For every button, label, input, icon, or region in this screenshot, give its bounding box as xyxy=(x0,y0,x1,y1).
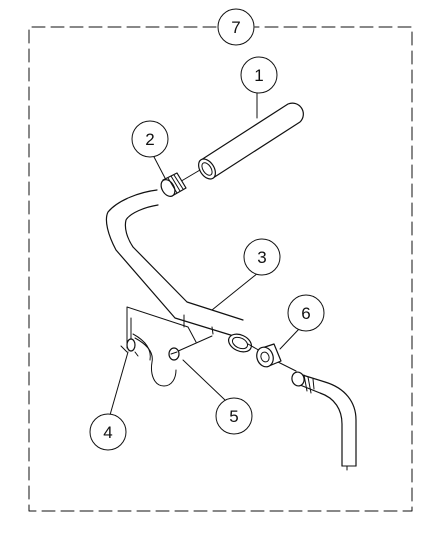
leader-6 xyxy=(279,328,300,350)
callout-6-label: 6 xyxy=(301,304,310,323)
callout-5: 5 xyxy=(215,397,253,435)
spacer xyxy=(256,343,282,368)
callout-2-label: 2 xyxy=(145,130,154,149)
mount-tube xyxy=(291,371,357,471)
leader-5 xyxy=(182,359,226,401)
callout-5-label: 5 xyxy=(229,407,238,426)
callout-3: 3 xyxy=(243,238,281,276)
callout-1-label: 1 xyxy=(254,66,263,85)
callout-7-label: 7 xyxy=(231,18,240,37)
grip-tube xyxy=(198,102,304,180)
screw xyxy=(168,335,213,361)
callout-7: 7 xyxy=(217,8,255,46)
callout-1: 1 xyxy=(240,56,278,94)
callout-2: 2 xyxy=(131,120,169,158)
leader-2 xyxy=(152,154,166,179)
callout-3-label: 3 xyxy=(257,248,266,267)
assembly-boundary xyxy=(28,26,413,512)
leader-3 xyxy=(211,272,259,311)
lanyard-pin xyxy=(120,317,177,387)
callout-4-label: 4 xyxy=(103,423,112,442)
callout-4: 4 xyxy=(89,413,127,451)
end-plug xyxy=(160,172,187,197)
leader-4 xyxy=(109,351,129,416)
handle-tube xyxy=(105,189,252,353)
callout-6: 6 xyxy=(287,294,325,332)
